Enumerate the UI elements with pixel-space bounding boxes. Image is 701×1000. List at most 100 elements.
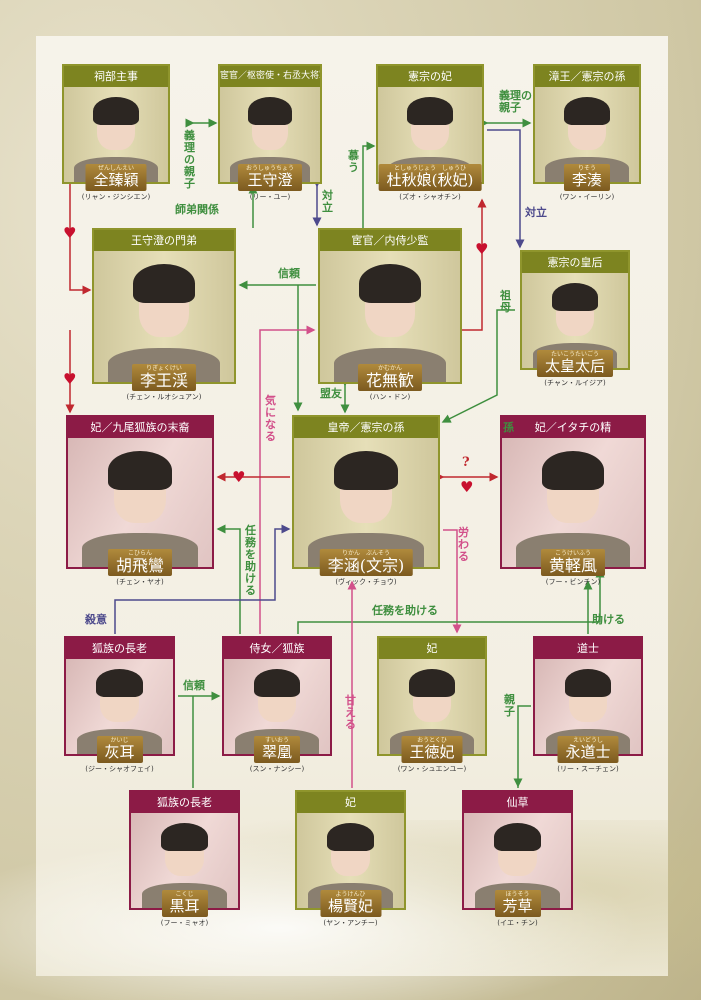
name-plate: ぜんしんえい 全臻穎 xyxy=(85,164,147,191)
character-name: 全臻穎 xyxy=(93,171,139,189)
character-name: 杜秋娘(秋妃) xyxy=(386,171,474,189)
name-ruby: おうしゅうちょう xyxy=(245,165,295,172)
character-role: 妃 xyxy=(379,638,485,659)
heart-icon: ♥ xyxy=(232,468,246,486)
relation-label: 義理の親子 xyxy=(184,129,195,190)
name-plate: かむかん 花無歓 xyxy=(357,364,423,391)
name-plate: としゅうじょう しゅうひ 杜秋娘(秋妃) xyxy=(378,164,482,191)
line-zen-rigyoku xyxy=(69,178,92,295)
line-hou-ei xyxy=(518,705,531,788)
relation-label: 祖母 xyxy=(500,289,511,314)
character-card-to: 憲宗の妃 としゅうじょう しゅうひ 杜秋娘(秋妃) (ズオ・シャオチン) xyxy=(376,64,484,201)
line-kaiji-rikan xyxy=(114,524,291,634)
name-ruby: ようけんひ xyxy=(335,891,366,898)
name-ruby: こひらん xyxy=(127,550,153,557)
actor-name: (フー・ビンチン) xyxy=(545,578,601,586)
character-name: 黄軽風 xyxy=(548,556,598,575)
relation-label: 気になる xyxy=(265,394,276,443)
heart-icon: ♥ xyxy=(63,370,77,388)
actor-name: (ズオ・シャオチン) xyxy=(399,193,461,201)
line-sui-kou xyxy=(297,568,605,634)
character-role: 宦官／枢密使・右丞大将軍 xyxy=(220,66,320,87)
character-name: 胡飛鸞 xyxy=(115,556,165,575)
character-card-rigyoku: 王守澄の門弟 りぎょくけい 李王渓 (チェン・ルオシュアン) xyxy=(92,228,236,401)
actor-name: (フー・ミャオ) xyxy=(160,919,209,927)
name-plate: ようけんひ 楊賢妃 xyxy=(319,890,382,917)
character-role: 仙草 xyxy=(464,792,571,813)
name-plate: こうけいふう 黄軽風 xyxy=(540,549,606,576)
character-name: 花無歓 xyxy=(365,371,415,390)
relation-label: ? xyxy=(462,455,470,470)
character-card-riso: 漳王／憲宗の孫 りそう 李湊 (ワン・イーリン) xyxy=(533,64,641,201)
relation-label: 慕う xyxy=(348,149,359,174)
actor-name: (チェン・ルオシュアン) xyxy=(126,393,202,401)
character-name: 太皇太后 xyxy=(544,357,606,375)
character-card-kaiji: 狐族の長老 かいじ 灰耳 (ジー・シャオフェイ) xyxy=(64,636,175,773)
line-tai-rikan xyxy=(441,309,515,423)
character-name: 王守澄 xyxy=(247,171,293,189)
heart-icon: ♥ xyxy=(63,224,77,242)
name-ruby: えいどうし xyxy=(572,737,604,744)
character-card-koku: 狐族の長老 こくじ 黒耳 (フー・ミャオ) xyxy=(129,790,240,927)
character-name: 翠凰 xyxy=(261,743,293,761)
name-plate: かいじ 灰耳 xyxy=(96,736,143,763)
actor-name: (ワン・シュエンユー) xyxy=(397,765,467,773)
character-name: 李王渓 xyxy=(139,371,189,390)
actor-name: (イエ・チン) xyxy=(497,919,538,927)
character-name: 芳草 xyxy=(502,897,533,915)
character-role: 狐族の長老 xyxy=(66,638,173,659)
name-plate: おうとくひ 王徳妃 xyxy=(401,736,463,763)
character-role: 侍女／狐族 xyxy=(224,638,330,659)
name-ruby: としゅうじょう しゅうひ xyxy=(393,165,466,172)
name-plate: ほうそう 芳草 xyxy=(494,890,541,917)
relation-label: 義理の親子 xyxy=(499,89,532,114)
character-photo xyxy=(502,438,644,567)
character-name: 灰耳 xyxy=(104,743,135,761)
name-plate: おうしゅうちょう 王守澄 xyxy=(237,164,303,191)
heart-icon: ♥ xyxy=(475,240,489,258)
character-role: 妃／九尾狐族の末裔 xyxy=(68,417,212,438)
actor-name: (ジー・シャオフェイ) xyxy=(85,765,154,773)
relation-label: 対立 xyxy=(525,206,547,219)
character-photo xyxy=(94,251,234,382)
relation-label: 労わる xyxy=(458,526,469,563)
name-plate: りかん ぶんそう 李涵(文宗) xyxy=(319,549,413,576)
character-card-hou: 仙草 ほうそう 芳草 (イエ・チン) xyxy=(462,790,573,927)
relation-label: 信頼 xyxy=(183,679,205,692)
character-photo xyxy=(220,87,320,182)
character-card-zen: 祠部主事 ぜんしんえい 全臻穎 (リャン・ジンシエン) xyxy=(62,64,170,201)
relation-label: 師弟関係 xyxy=(175,203,219,216)
name-plate: こくじ 黒耳 xyxy=(161,890,208,917)
name-plate: りぎょくけい 李王渓 xyxy=(131,364,197,391)
name-ruby: りぎょくけい xyxy=(146,365,182,372)
name-ruby: おうとくひ xyxy=(417,737,447,744)
name-ruby: りそう xyxy=(577,165,597,172)
line-rikan-outoku xyxy=(443,529,462,634)
character-role: 宦官／内侍少監 xyxy=(320,230,460,251)
name-plate: こひらん 胡飛鸞 xyxy=(107,549,173,576)
actor-name: (ヤン・アンチー) xyxy=(323,919,378,927)
actor-name: (リー・ユー) xyxy=(249,193,291,201)
name-ruby: りかん ぶんそう xyxy=(341,550,390,557)
relation-label: 任務を助ける xyxy=(245,524,256,597)
character-card-rikan: 皇帝／憲宗の孫 りかん ぶんそう 李涵(文宗) (ヴィック・チョウ) xyxy=(292,415,440,586)
character-role: 妃 xyxy=(297,792,404,813)
line-ka-to-heart xyxy=(462,198,487,331)
actor-name: (スン・ナンシー) xyxy=(249,765,305,773)
line-riso-tai xyxy=(487,129,520,247)
relation-label: 対立 xyxy=(322,189,333,214)
character-card-kou: 妃／イタチの精 こうけいふう 黄軽風 (フー・ビンチン) xyxy=(500,415,646,586)
actor-name: (チャン・ルイジア) xyxy=(544,379,606,387)
name-ruby: ほうそう xyxy=(505,891,530,898)
character-role: 王守澄の門弟 xyxy=(94,230,234,251)
character-card-tai: 憲宗の皇后 たいこうたいごう 太皇太后 (チャン・ルイジア) xyxy=(520,250,630,387)
line-ka-to xyxy=(362,141,376,228)
character-card-ko: 妃／九尾狐族の末裔 こひらん 胡飛鸞 (チェン・ヤオ) xyxy=(66,415,214,586)
character-role: 道士 xyxy=(535,638,641,659)
character-name: 楊賢妃 xyxy=(327,897,374,915)
actor-name: (ヴィック・チョウ) xyxy=(335,578,397,586)
actor-name: (ワン・イーリン) xyxy=(559,193,615,201)
character-role: 狐族の長老 xyxy=(131,792,238,813)
character-name: 李涵(文宗) xyxy=(327,556,405,575)
name-plate: えいどうし 永道士 xyxy=(557,736,619,763)
